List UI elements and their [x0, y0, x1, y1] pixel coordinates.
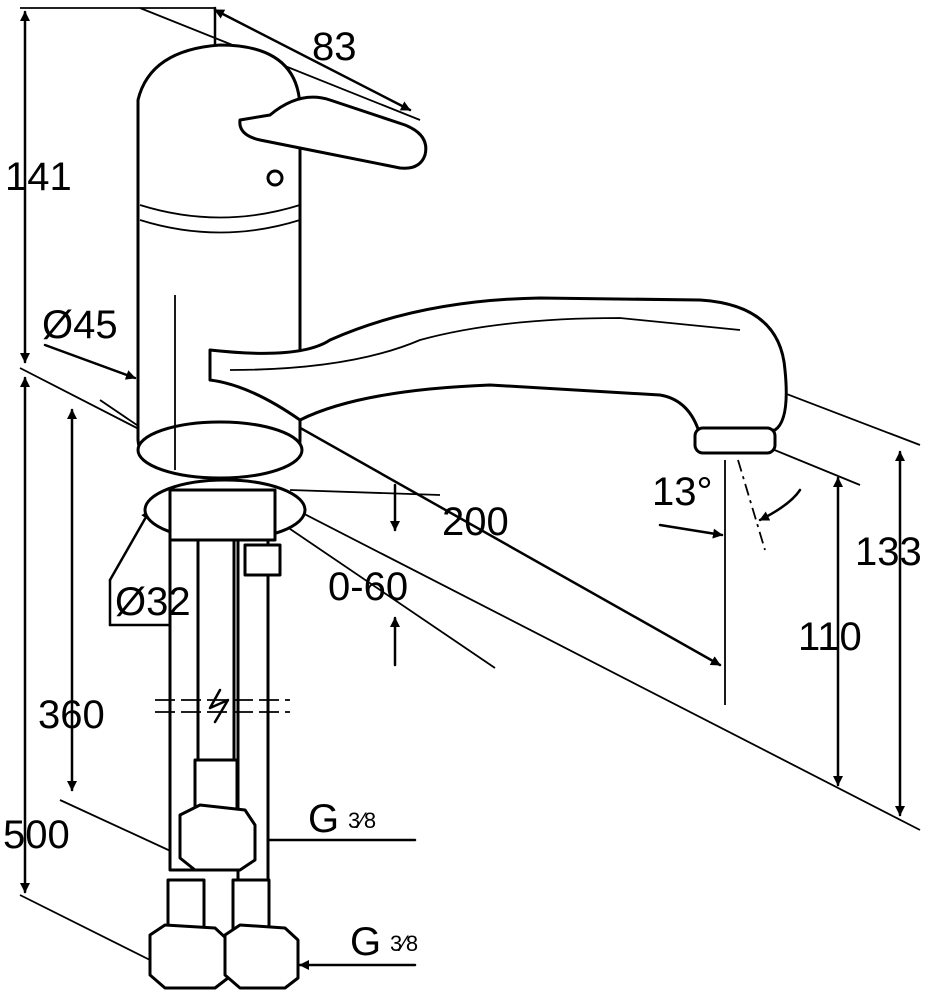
body-height-label: 141 — [5, 155, 72, 199]
lever-handle — [238, 95, 428, 170]
spout-reach-label: 200 — [442, 500, 509, 544]
thread-lower-label: G — [350, 920, 381, 964]
spout-height-label: 110 — [798, 615, 862, 659]
spout-angle-label: 13° — [652, 470, 713, 514]
spout — [208, 296, 788, 455]
hole-diameter-label: Ø32 — [115, 580, 191, 624]
hose-length-outer-label: 500 — [3, 813, 70, 857]
mounting-hardware — [143, 478, 307, 577]
thread-upper-fraction: 3⁄8 — [348, 808, 376, 833]
total-height-label: 133 — [855, 530, 922, 574]
thread-lower-fraction: 3⁄8 — [390, 931, 418, 956]
supply-hoses — [148, 518, 300, 990]
hose-length-inner-label: 360 — [38, 693, 105, 737]
body-diameter-label: Ø45 — [42, 303, 118, 347]
lever-length-label: 83 — [312, 25, 357, 69]
thread-upper-label: G — [308, 797, 339, 841]
counter-thickness-label: 0-60 — [328, 565, 408, 609]
